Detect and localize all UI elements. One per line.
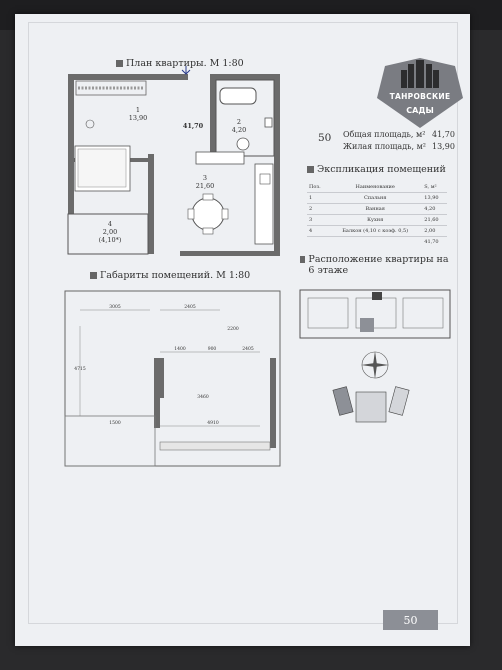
dimensions-plan: 3005 2405 2200 4715 1400 900 2405 3460 4… bbox=[60, 286, 290, 475]
table-cell: Спальня bbox=[328, 192, 423, 204]
header-cell: S, м² bbox=[422, 182, 447, 193]
dim-label: 1400 bbox=[174, 347, 186, 352]
explication-section-title: Экспликация помещений bbox=[307, 164, 446, 175]
location-title-text: Расположение квартиры на 6 этаже bbox=[308, 254, 449, 276]
apartment-number: 50 bbox=[318, 132, 332, 144]
dim-label: 2405 bbox=[184, 305, 196, 310]
dim-label: 4910 bbox=[207, 421, 219, 426]
bullet-square-icon bbox=[300, 256, 306, 263]
table-cell: 1 bbox=[307, 192, 329, 204]
explication-title-text: Экспликация помещений bbox=[317, 164, 446, 175]
site-plan bbox=[330, 382, 420, 436]
total-area-value: 41,70 bbox=[432, 130, 455, 139]
table-cell: 2,00 bbox=[422, 225, 447, 237]
table-cell: Балкон (4,10 с коэф. 0,5) bbox=[328, 225, 423, 237]
total-area-label: Общая площадь, м² bbox=[343, 130, 426, 139]
table-row: 2 Ванная 4,20 bbox=[307, 203, 447, 215]
dim-label: 2405 bbox=[242, 347, 254, 352]
logo-line1: ТАНРОВСКИЕ bbox=[389, 92, 451, 101]
table-total-row: 41,70 bbox=[307, 237, 447, 248]
living-area-label: Жилая площадь, м² bbox=[343, 142, 426, 151]
bullet-square-icon bbox=[90, 272, 97, 279]
table-cell: 3 bbox=[307, 214, 329, 226]
table-cell: 2 bbox=[307, 203, 329, 215]
floor-location-plan bbox=[298, 284, 453, 350]
logo-line2: САДЫ bbox=[406, 106, 434, 115]
dims-section-title: Габариты помещений. М 1:80 bbox=[90, 270, 250, 281]
table-cell: Кухня bbox=[328, 214, 423, 226]
page-number-badge: 50 bbox=[383, 610, 438, 630]
dims-title-text: Габариты помещений. М 1:80 bbox=[100, 270, 251, 281]
table-row: 4 Балкон (4,10 с коэф. 0,5) 2,00 bbox=[307, 225, 447, 237]
explication-table: Поз. Наименование S, м² 1 Спальня 13,90 … bbox=[307, 182, 447, 247]
compass-icon bbox=[360, 350, 390, 384]
plan-total-area: 41,70 bbox=[182, 122, 204, 130]
table-cell: 4 bbox=[307, 225, 329, 237]
dim-label: 1500 bbox=[109, 421, 121, 426]
table-row: 1 Спальня 13,90 bbox=[307, 192, 447, 204]
dim-label: 3005 bbox=[109, 305, 121, 310]
floor-plan-sheet bbox=[15, 14, 470, 646]
dim-label: 4715 bbox=[74, 367, 86, 372]
location-section-title: Расположение квартиры на 6 этаже bbox=[300, 254, 450, 276]
living-area-value: 13,90 bbox=[432, 142, 455, 151]
sheet-border bbox=[28, 22, 458, 624]
table-cell: 4,20 bbox=[422, 203, 447, 215]
plan-title-text: План квартиры. М 1:80 bbox=[126, 58, 244, 69]
table-cell: Ванная bbox=[328, 203, 423, 215]
table-cell: 13,90 bbox=[422, 192, 447, 204]
plan-section-title: План квартиры. М 1:80 bbox=[116, 58, 244, 69]
table-total-cell: 41,70 bbox=[424, 239, 439, 245]
bullet-square-icon bbox=[116, 60, 123, 67]
dim-label: 3460 bbox=[197, 395, 209, 400]
table-row: 3 Кухня 21,60 bbox=[307, 214, 447, 226]
header-cell: Наименование bbox=[328, 182, 423, 193]
dim-label: 2200 bbox=[227, 327, 239, 332]
bullet-square-icon bbox=[307, 166, 314, 173]
table-cell: 21,60 bbox=[422, 214, 447, 226]
table-header-row: Поз. Наименование S, м² bbox=[307, 182, 447, 193]
header-cell: Поз. bbox=[307, 182, 329, 193]
brand-logo: ТАНРОВСКИЕ САДЫ bbox=[375, 58, 465, 128]
dim-label: 900 bbox=[207, 347, 217, 352]
